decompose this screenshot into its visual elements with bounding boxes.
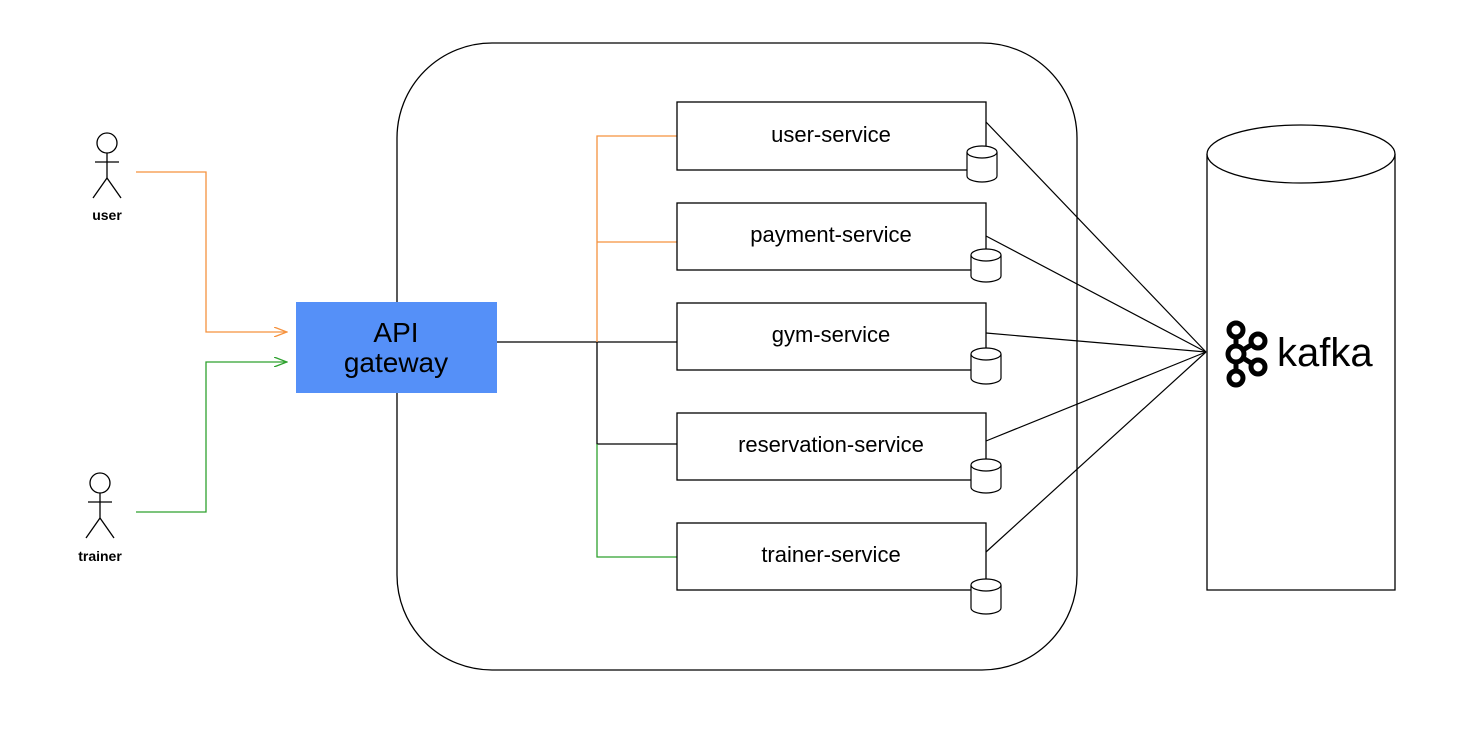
service-label: trainer-service (761, 542, 900, 567)
trainer-service-to-kafka-line (985, 351, 1207, 553)
api-gateway-label-line2: gateway (344, 347, 448, 378)
orange-bus (596, 135, 677, 342)
kafka-logo-icon (1225, 320, 1268, 388)
service-label: user-service (771, 122, 891, 147)
database-icon (970, 347, 1002, 385)
service-box (676, 522, 987, 591)
database-icon (966, 145, 998, 183)
stick-figure-icon (85, 472, 115, 539)
service-label: payment-service (750, 222, 911, 247)
kafka-label: kafka (1277, 331, 1373, 375)
service-box (676, 302, 987, 371)
trainer-to-gateway-arrow (136, 362, 287, 513)
service-box (676, 101, 987, 171)
api-gateway-label-line1: API (373, 317, 418, 348)
service-reservation: reservation-service (676, 412, 987, 481)
api-gateway-box (296, 302, 497, 393)
kafka-cylinder (1206, 124, 1396, 591)
database-icon (970, 578, 1002, 615)
green-bus (596, 444, 677, 558)
api-gateway: API gateway (296, 302, 497, 393)
user-actor-label: user (92, 207, 122, 223)
database-icon (970, 458, 1002, 494)
database-icon (970, 248, 1002, 283)
trainer-actor: trainer (78, 472, 122, 564)
trainer-actor-label: trainer (78, 548, 122, 564)
user-actor: user (92, 132, 122, 223)
user-service-to-kafka-line (985, 121, 1207, 353)
user-to-gateway-arrow (136, 171, 287, 332)
service-gym: gym-service (676, 302, 987, 371)
service-payment: payment-service (676, 202, 987, 271)
service-trainer: trainer-service (676, 522, 987, 591)
black-bus (596, 342, 677, 445)
payment-service-to-kafka-line (985, 235, 1207, 353)
kafka-connections (985, 121, 1207, 553)
reservation-service-to-kafka-line (985, 351, 1207, 442)
service-box (676, 412, 987, 481)
stick-figure-icon (92, 132, 122, 199)
service-label: reservation-service (738, 432, 924, 457)
gateway-routing (497, 135, 677, 558)
service-user: user-service (676, 101, 987, 171)
service-label: gym-service (772, 322, 891, 347)
gym-service-to-kafka-line (985, 332, 1207, 353)
